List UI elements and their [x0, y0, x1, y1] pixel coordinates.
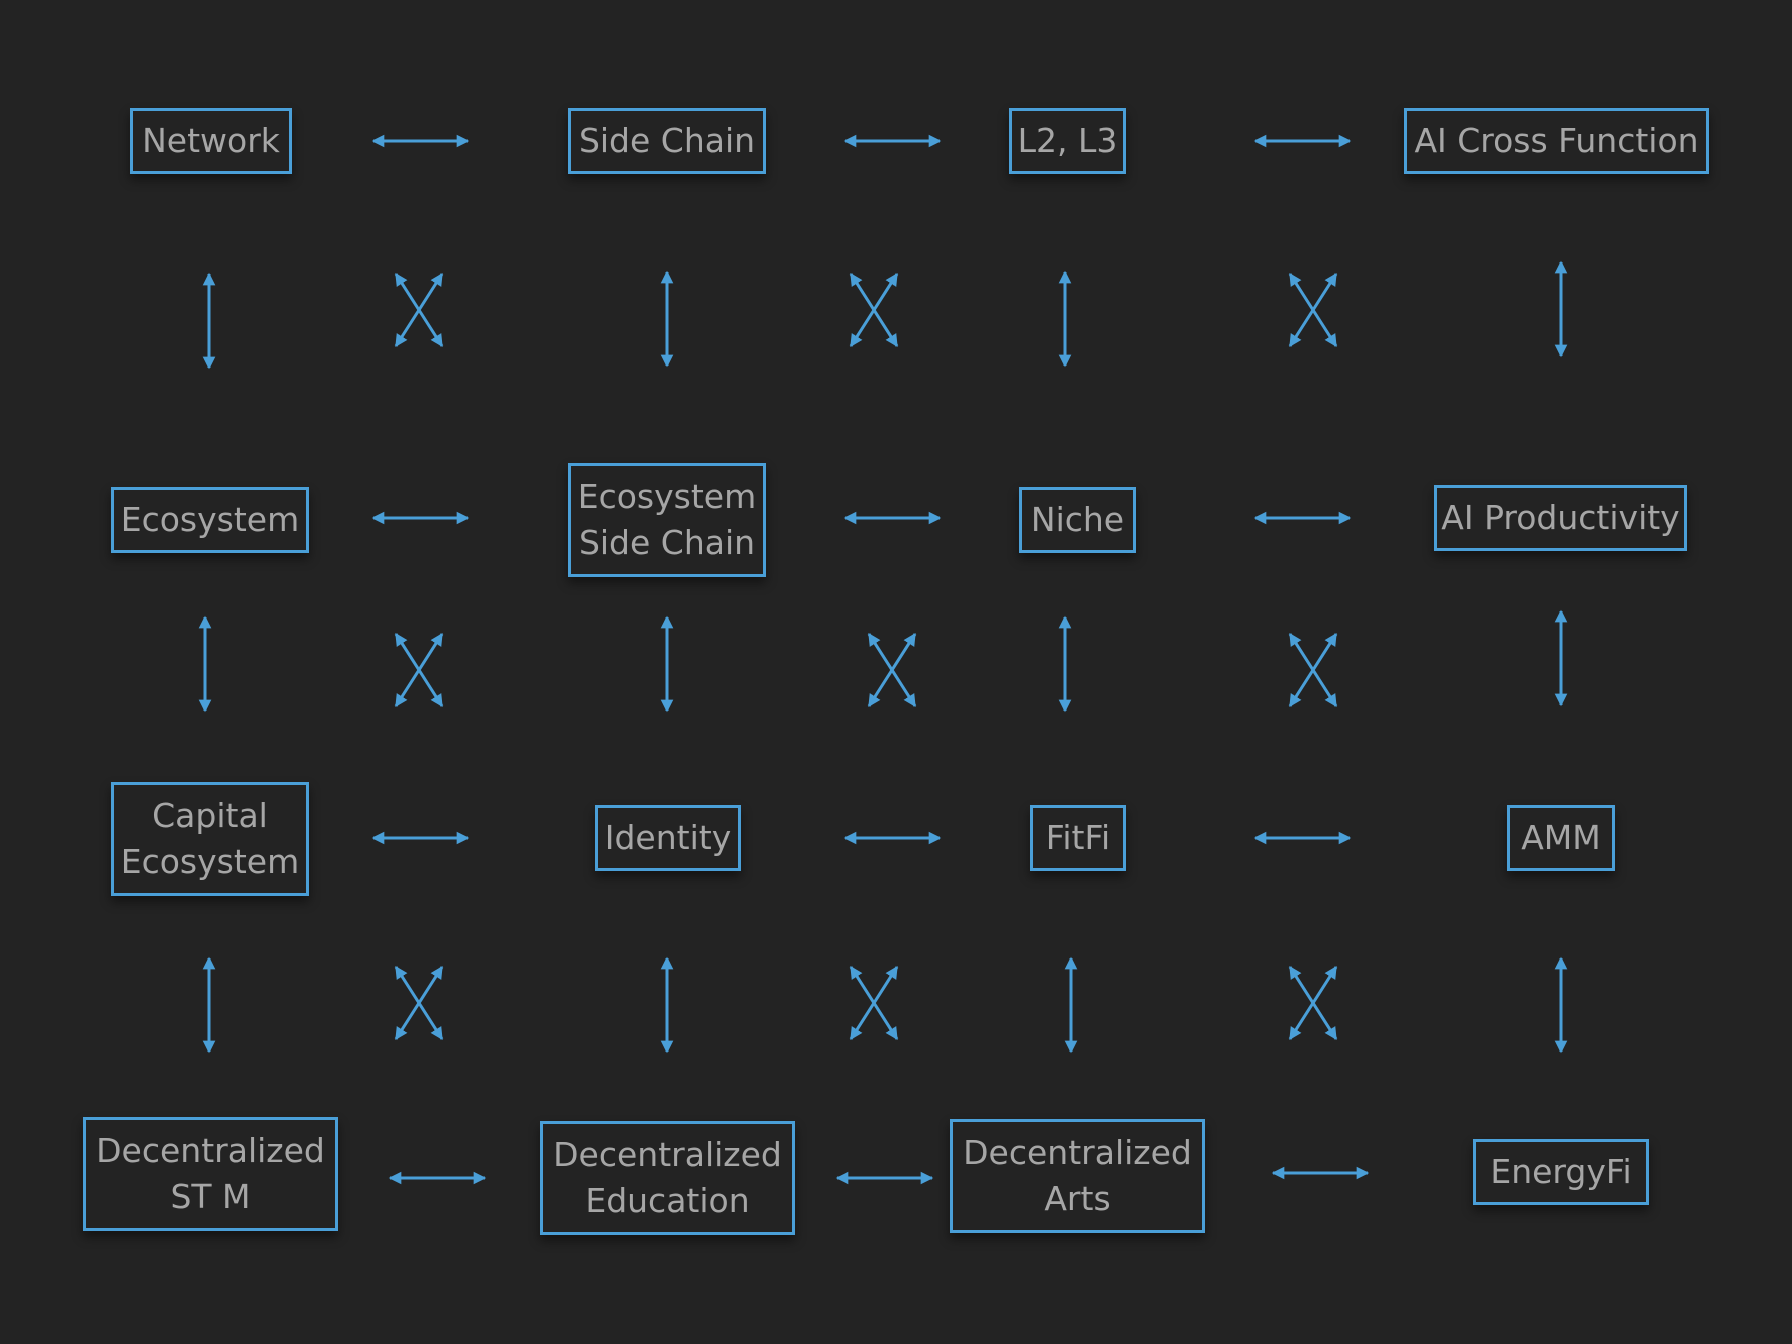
node-label-line: ST M — [170, 1177, 251, 1216]
cross-arrow-b-g1-2 — [1288, 632, 1338, 708]
node-label-line: Capital — [152, 796, 268, 835]
node-r2-c3: AMM — [1507, 805, 1615, 871]
node-label-line: Side Chain — [578, 523, 756, 562]
cross-arrow-b-g0-1 — [849, 272, 899, 348]
node-r0-c3: AI Cross Function — [1404, 108, 1709, 174]
cross-arrow-b-g2-1 — [849, 965, 899, 1041]
node-label-line: Education — [585, 1181, 750, 1220]
node-r0-c0: Network — [130, 108, 292, 174]
node-r1-c3: AI Productivity — [1434, 485, 1687, 551]
cross-arrow-b-g0-2 — [1288, 272, 1338, 348]
node-label-line: EnergyFi — [1490, 1152, 1632, 1191]
node-r3-c3: EnergyFi — [1473, 1139, 1649, 1205]
node-label-line: Ecosystem — [120, 500, 300, 539]
node-label-line: Network — [142, 121, 280, 160]
node-label-line: L2, L3 — [1017, 121, 1118, 160]
node-label-line: AI Productivity — [1441, 498, 1680, 537]
cross-arrow-b-g1-0 — [394, 632, 444, 708]
node-r1-c2: Niche — [1019, 487, 1136, 553]
node-label-line: AMM — [1521, 818, 1601, 857]
node-label-line: Decentralized — [96, 1131, 325, 1170]
cross-arrow-b-g0-0 — [394, 272, 444, 348]
cross-arrow-b-g1-1 — [867, 632, 917, 708]
cross-arrow-b-g2-0 — [394, 965, 444, 1041]
node-label-line: Ecosystem — [120, 842, 300, 881]
node-r3-c0: Decentralized ST M — [83, 1117, 338, 1231]
node-label-line: Niche — [1030, 500, 1125, 539]
node-label-line: Arts — [1044, 1179, 1111, 1218]
node-label-line: Identity — [604, 818, 732, 857]
node-label-line: FitFi — [1045, 818, 1111, 857]
node-label-line: Side Chain — [578, 121, 756, 160]
cross-arrow-b-g2-2 — [1288, 965, 1338, 1041]
node-r1-c0: Ecosystem — [111, 487, 309, 553]
node-r2-c2: FitFi — [1030, 805, 1126, 871]
node-label-line: Ecosystem — [577, 477, 757, 516]
node-label-line: Decentralized — [963, 1133, 1192, 1172]
node-label-line: AI Cross Function — [1414, 121, 1699, 160]
node-r0-c1: Side Chain — [568, 108, 766, 174]
node-label-line: Decentralized — [553, 1135, 782, 1174]
node-r2-c1: Identity — [595, 805, 741, 871]
node-r0-c2: L2, L3 — [1009, 108, 1126, 174]
